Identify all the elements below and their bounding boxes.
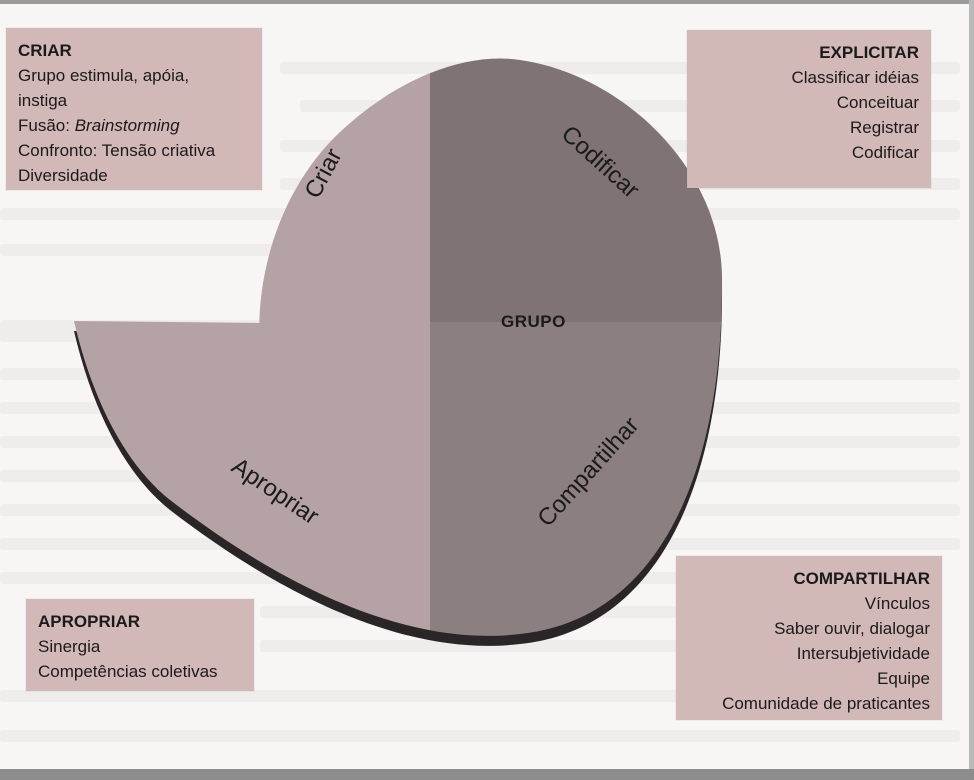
box-criar-line: Confronto: Tensão criativa	[18, 141, 216, 160]
box-explicitar-line: Codificar	[851, 143, 919, 162]
box-criar: CRIAR Grupo estimula, apóia, instiga Fus…	[6, 28, 262, 190]
page-edge	[969, 0, 974, 780]
box-explicitar-title: EXPLICITAR	[819, 43, 919, 62]
box-criar-line: Grupo estimula, apóia,	[18, 66, 190, 85]
bottom-rule	[0, 769, 974, 780]
box-criar-line: instiga	[18, 91, 68, 110]
top-rule	[0, 0, 974, 4]
box-criar-line: Diversidade	[18, 166, 108, 185]
box-compartilhar-line: Saber ouvir, dialogar	[774, 619, 930, 638]
box-compartilhar-line: Equipe	[877, 669, 930, 688]
box-compartilhar-line: Comunidade de praticantes	[722, 694, 930, 713]
spiral-band-compartilhar	[430, 322, 722, 636]
box-explicitar-line: Conceituar	[836, 93, 919, 112]
box-compartilhar-line: Vínculos	[864, 594, 930, 613]
box-apropriar-line: Competências coletivas	[38, 662, 218, 681]
spiral-band-light	[74, 73, 430, 631]
fusao-prefix: Fusão:	[18, 116, 75, 135]
box-apropriar-title: APROPRIAR	[38, 612, 141, 631]
center-label-grupo: GRUPO	[501, 312, 566, 331]
box-explicitar-line: Classificar idéias	[791, 68, 919, 87]
spiral-band-codificar	[430, 58, 723, 322]
box-compartilhar-line: Intersubjetividade	[796, 644, 930, 663]
box-compartilhar: COMPARTILHAR Vínculos Saber ouvir, dialo…	[676, 556, 942, 720]
box-criar-fusao: Fusão: Brainstorming	[18, 113, 250, 138]
box-criar-title: CRIAR	[18, 41, 72, 60]
box-apropriar: APROPRIAR Sinergia Competências coletiva…	[26, 599, 254, 691]
box-explicitar: EXPLICITAR Classificar idéias Conceituar…	[687, 30, 931, 188]
box-apropriar-line: Sinergia	[38, 637, 101, 656]
fusao-italic: Brainstorming	[74, 116, 180, 135]
box-explicitar-line: Registrar	[850, 118, 919, 137]
box-compartilhar-title: COMPARTILHAR	[793, 569, 930, 588]
